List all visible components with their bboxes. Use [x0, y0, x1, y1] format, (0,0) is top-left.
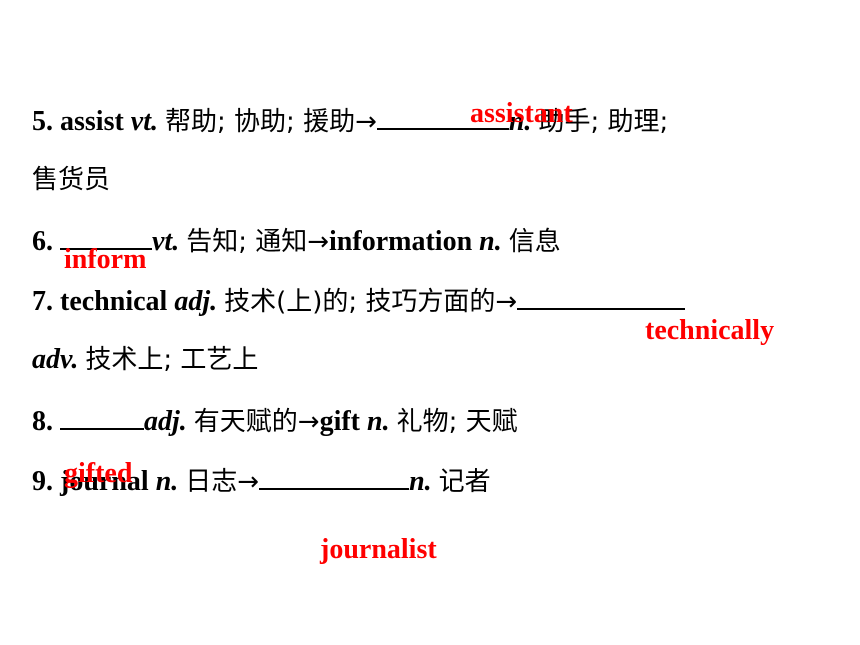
answer-blank	[259, 462, 410, 490]
answer-assistant: assistant	[470, 98, 573, 129]
item-word: journal	[60, 466, 149, 497]
item-meaning: 技术(上)的; 技巧方面的→	[224, 287, 518, 317]
item-7-continuation: adv. 技术上; 工艺上	[32, 342, 258, 378]
answer-inform: inform	[64, 244, 147, 275]
item-word: technical	[60, 286, 168, 317]
answer-blank	[376, 102, 509, 130]
part-of-speech: adj.	[144, 406, 187, 437]
item-meaning: 技术上; 工艺上	[85, 345, 259, 375]
answer-blank	[60, 222, 152, 250]
part-of-speech: n.	[155, 466, 179, 497]
item-number: 7.	[32, 286, 53, 317]
item-8-line: 8. adj. 有天赋的→gift n. 礼物; 天赋	[32, 402, 518, 440]
answer-blank	[517, 282, 686, 310]
item-word: assist	[60, 106, 124, 137]
part-of-speech: n.	[409, 466, 432, 497]
item-5-line: 5. assist vt. 帮助; 协助; 援助→ n. 助手; 助理;	[32, 102, 668, 140]
derived-word: gift	[319, 406, 361, 437]
item-meaning: 日志→	[185, 467, 260, 497]
item-number: 8.	[32, 406, 53, 437]
part-of-speech: n.	[367, 406, 390, 437]
item-7-line: 7. technical adj. 技术(上)的; 技巧方面的→	[32, 282, 686, 320]
item-number: 5.	[32, 106, 53, 137]
item-meaning: 礼物; 天赋	[396, 407, 518, 437]
answer-technically: technically	[645, 315, 775, 346]
part-of-speech: vt.	[130, 106, 159, 137]
item-meaning: 助手; 助理;	[538, 107, 669, 137]
part-of-speech: vt.	[152, 226, 180, 257]
item-5-continuation: 售货员	[32, 162, 110, 198]
item-number: 9.	[32, 466, 53, 497]
item-number: 6.	[32, 226, 53, 257]
item-meaning: 售货员	[32, 165, 111, 195]
item-meaning: 信息	[508, 227, 561, 257]
part-of-speech: adv.	[32, 344, 79, 375]
item-meaning: 帮助; 协助; 援助→	[165, 107, 377, 137]
part-of-speech: n.	[508, 106, 532, 137]
answer-gifted: gifted	[64, 458, 133, 489]
item-meaning: 记者	[438, 467, 491, 497]
derived-word: information	[329, 226, 473, 257]
item-9-line: 9. journal n. 日志→n. 记者	[32, 462, 491, 500]
item-meaning: 有天赋的→	[193, 407, 320, 437]
part-of-speech: n.	[479, 226, 502, 257]
item-6-line: 6. vt. 告知; 通知→information n. 信息	[32, 222, 561, 260]
part-of-speech: adj.	[174, 286, 218, 317]
answer-journalist: journalist	[320, 534, 437, 565]
answer-blank	[60, 402, 144, 430]
item-meaning: 告知; 通知→	[186, 227, 330, 257]
